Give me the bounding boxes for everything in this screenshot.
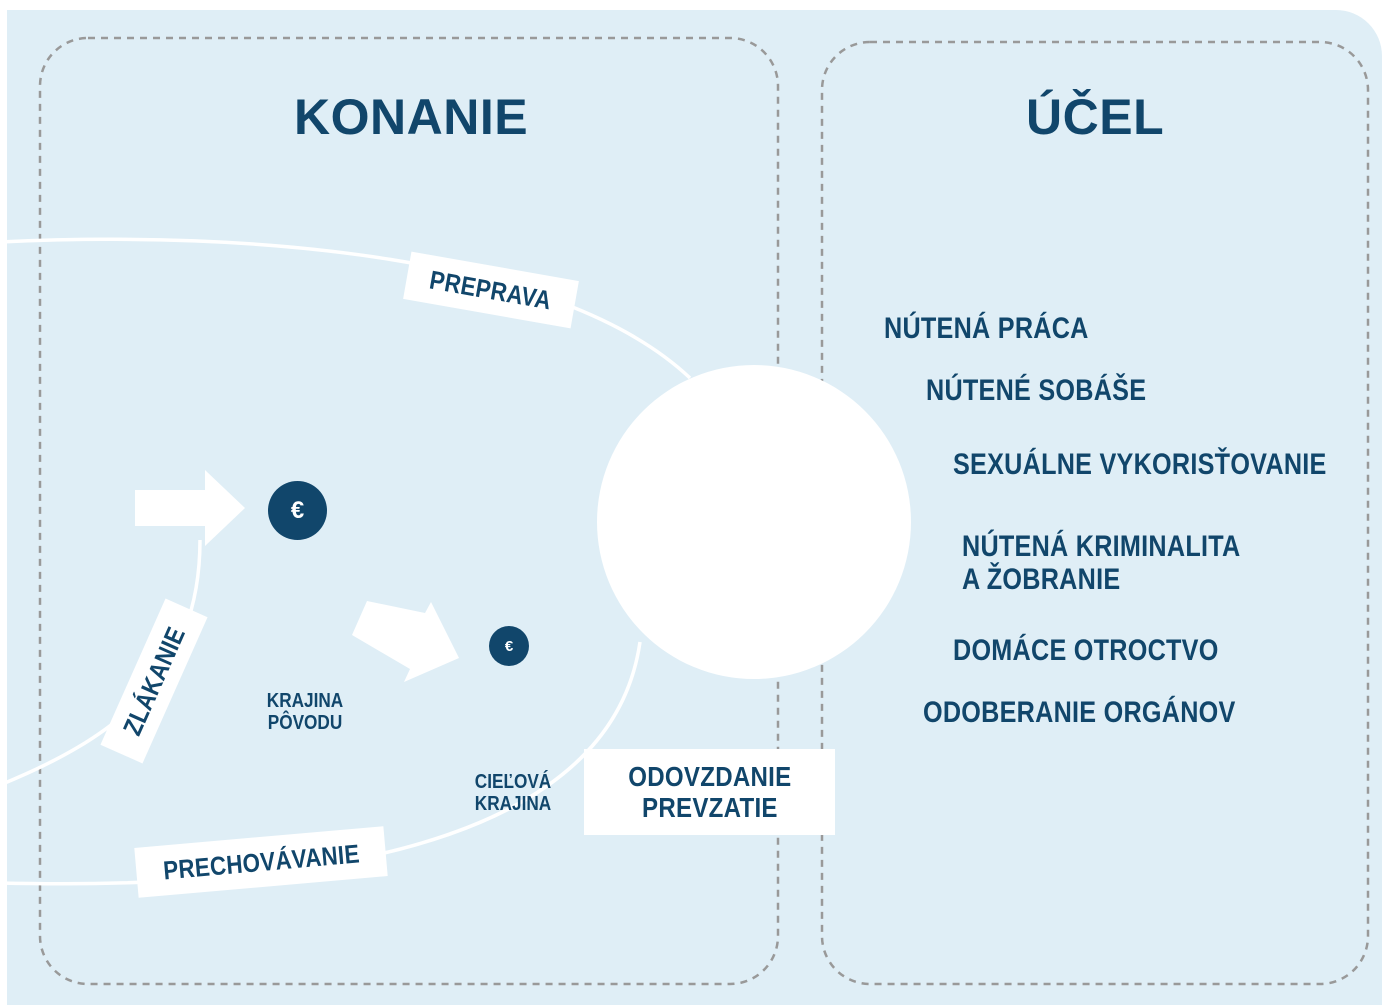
purpose-text: SEXUÁLNE VYKORISŤOVANIE — [953, 448, 1327, 481]
purpose-text: DOMÁCE OTROCTVO — [953, 634, 1219, 667]
euro-symbol-destination: € — [504, 637, 514, 655]
heading-ucel: ÚČEL — [1026, 89, 1165, 145]
purpose-sexualne-vykoristovanie: SEXUÁLNE VYKORISŤOVANIE — [953, 448, 1327, 481]
label-odovzdanie-prevzatie: ODOVZDANIE PREVZATIE — [584, 749, 835, 835]
label-prevzatie: PREVZATIE — [641, 792, 778, 823]
euro-symbol-origin: € — [290, 496, 305, 524]
konanie-box — [38, 36, 780, 986]
euro-icon-origin: € — [268, 481, 327, 540]
purpose-odoberanie-organov: ODOBERANIE ORGÁNOV — [923, 696, 1236, 729]
purpose-text-line-1: NÚTENÁ KRIMINALITA — [962, 530, 1241, 563]
route-preprava — [0, 237, 692, 380]
cielova-krajina-line-2: KRAJINA — [474, 793, 552, 815]
purpose-domace-otroctvo: DOMÁCE OTROCTVO — [953, 634, 1219, 667]
arrow-to-origin — [135, 470, 245, 546]
krajina-povodu-line-1: KRAJINA — [266, 690, 344, 712]
purpose-text: NÚTENÁ PRÁCA — [884, 312, 1089, 345]
heading-konanie: KONANIE — [294, 89, 529, 145]
label-odovzdanie: ODOVZDANIE — [627, 761, 792, 792]
label-cielova-krajina: CIEĽOVÁ KRAJINA — [461, 771, 564, 815]
cielova-krajina-line-1: CIEĽOVÁ — [474, 771, 552, 793]
label-krajina-povodu: KRAJINA PÔVODU — [253, 690, 356, 734]
purpose-nutena-kriminalita: NÚTENÁ KRIMINALITA A ŽOBRANIE — [962, 530, 1240, 596]
purpose-text-line-2: A ŽOBRANIE — [962, 563, 1121, 596]
purpose-nutena-praca: NÚTENÁ PRÁCA — [884, 312, 1089, 345]
route-prechovavanie — [0, 641, 642, 886]
euro-icon-destination: € — [489, 626, 529, 666]
purpose-nutene-sobase: NÚTENÉ SOBÁŠE — [926, 374, 1146, 407]
purpose-text: NÚTENÉ SOBÁŠE — [926, 374, 1147, 407]
arrow-to-destination — [352, 601, 459, 682]
krajina-povodu-line-2: PÔVODU — [267, 712, 343, 734]
purpose-text: ODOBERANIE ORGÁNOV — [923, 696, 1236, 729]
central-circle — [597, 365, 911, 679]
label-prechovavanie-text: PRECHOVÁVANIE — [161, 837, 361, 886]
